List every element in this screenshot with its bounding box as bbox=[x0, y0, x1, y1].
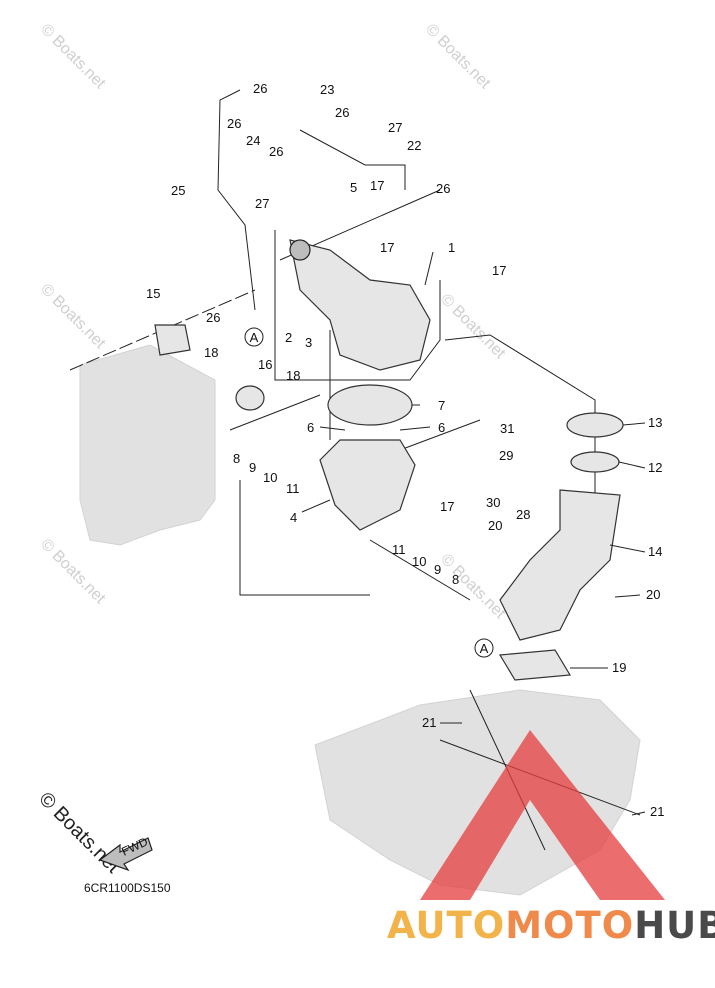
part-gasket-7 bbox=[327, 384, 413, 426]
svg-text:A: A bbox=[480, 641, 489, 656]
part-gasket-16 bbox=[235, 385, 265, 411]
diagram-code: 6CR1100DS150 bbox=[84, 881, 171, 895]
callout-6a: 6 bbox=[307, 420, 314, 435]
callout-26d: 26 bbox=[269, 144, 283, 159]
watermark-top-right: © Boats.net bbox=[422, 21, 494, 93]
engine-silhouette-left bbox=[79, 344, 216, 546]
callout-11b: 11 bbox=[392, 542, 406, 557]
part-o-ring-13 bbox=[566, 412, 624, 438]
part-hose-25 bbox=[217, 89, 256, 311]
callout-10a: 10 bbox=[263, 470, 277, 485]
part-exhaust-body-4 bbox=[319, 439, 416, 531]
callout-25: 25 bbox=[171, 183, 185, 198]
callout-7: 7 bbox=[438, 398, 445, 413]
part-exhaust-pipe-14 bbox=[499, 489, 621, 641]
callout-27b: 27 bbox=[255, 196, 269, 211]
callout-10b: 10 bbox=[412, 554, 426, 569]
callout-6b: 6 bbox=[438, 420, 445, 435]
part-gasket-19 bbox=[498, 649, 572, 681]
reference-marker-a-upper: A bbox=[244, 327, 264, 347]
callout-labels: 1 2 3 4 5 6 6 7 8 8 9 9 10 10 11 11 12 1… bbox=[146, 81, 664, 819]
watermark-top-left: © Boats.net bbox=[37, 21, 109, 93]
callout-2: 2 bbox=[285, 330, 292, 345]
callout-28: 28 bbox=[516, 507, 530, 522]
watermark-mid-right: © Boats.net bbox=[437, 291, 509, 363]
callout-5: 5 bbox=[350, 180, 357, 195]
callout-30: 30 bbox=[486, 495, 500, 510]
callout-14: 14 bbox=[648, 544, 662, 559]
callout-17c: 17 bbox=[492, 263, 506, 278]
engine-silhouette-bottom bbox=[314, 689, 641, 896]
callout-17d: 17 bbox=[440, 499, 454, 514]
callout-31: 31 bbox=[500, 421, 514, 436]
leader-lines bbox=[301, 251, 646, 816]
callout-29: 29 bbox=[499, 448, 513, 463]
callout-26a: 26 bbox=[253, 81, 267, 96]
callout-15: 15 bbox=[146, 286, 160, 301]
callout-3: 3 bbox=[305, 335, 312, 350]
callout-11a: 11 bbox=[286, 481, 300, 496]
callout-26e: 26 bbox=[436, 181, 450, 196]
callout-23: 23 bbox=[320, 82, 334, 97]
callout-20b: 20 bbox=[646, 587, 660, 602]
watermark-mid-left: © Boats.net bbox=[37, 281, 109, 353]
callout-19: 19 bbox=[612, 660, 626, 675]
callout-21a: 21 bbox=[422, 715, 436, 730]
part-exhaust-manifold-1 bbox=[289, 239, 431, 371]
callout-8b: 8 bbox=[452, 572, 459, 587]
callout-21b: 21 bbox=[650, 804, 664, 819]
watermark-lower-left: © Boats.net bbox=[37, 536, 109, 608]
part-o-ring-12 bbox=[570, 451, 620, 473]
brand-text: AUTOMOTOHUB bbox=[387, 904, 715, 947]
brand-triangle bbox=[420, 730, 665, 900]
part-hose-22 bbox=[299, 129, 406, 190]
callout-1: 1 bbox=[448, 240, 455, 255]
reference-marker-a-lower: A bbox=[474, 638, 494, 658]
callout-16: 16 bbox=[258, 357, 272, 372]
callout-17b: 17 bbox=[380, 240, 394, 255]
callout-24: 24 bbox=[246, 133, 260, 148]
svg-text:A: A bbox=[250, 330, 259, 345]
callout-8a: 8 bbox=[233, 451, 240, 466]
part-gasket-15 bbox=[154, 324, 191, 356]
callout-22: 22 bbox=[407, 138, 421, 153]
callout-20a: 20 bbox=[488, 518, 502, 533]
brand-logo: AUTOMOTOHUB bbox=[387, 730, 715, 947]
callout-12: 12 bbox=[648, 460, 662, 475]
callout-9a: 9 bbox=[249, 460, 256, 475]
callout-13: 13 bbox=[648, 415, 662, 430]
callout-17a: 17 bbox=[370, 178, 384, 193]
callout-27a: 27 bbox=[388, 120, 402, 135]
callout-4: 4 bbox=[290, 510, 297, 525]
callout-18b: 18 bbox=[286, 368, 300, 383]
callout-26f: 26 bbox=[206, 310, 220, 325]
callout-26c: 26 bbox=[335, 105, 349, 120]
callout-9b: 9 bbox=[434, 562, 441, 577]
callout-18a: 18 bbox=[204, 345, 218, 360]
callout-26b: 26 bbox=[227, 116, 241, 131]
